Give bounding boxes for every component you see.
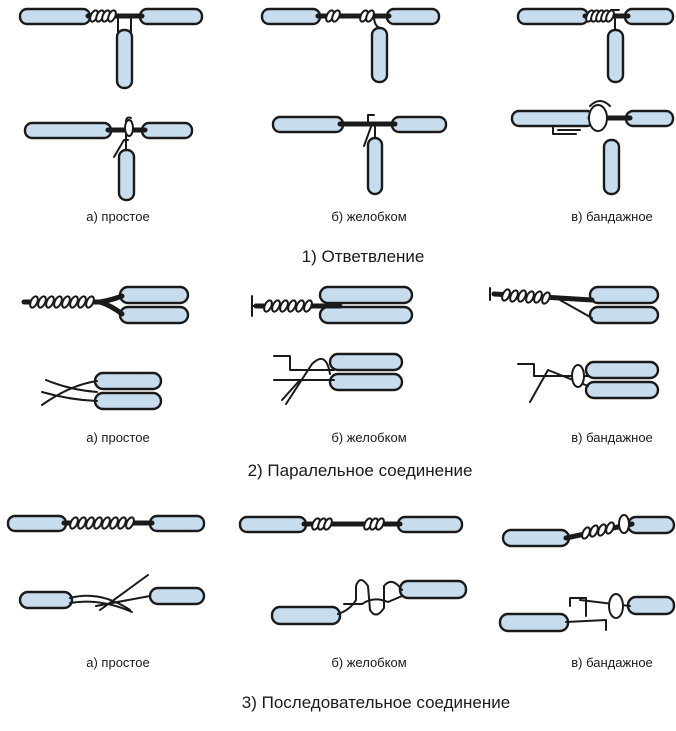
caption-branch-simple: а) простое [86, 209, 149, 224]
figure-series-groove-bottom [270, 579, 468, 626]
figure-branch-bandage-bottom [510, 100, 675, 196]
section-series: а) простое б) желобком в) бандажное 3) П… [6, 514, 676, 712]
twist-coil [27, 294, 97, 310]
figure-series-bandage-bottom [498, 593, 676, 633]
caption-branch-bandage: в) бандажное [571, 209, 653, 224]
caption-branch-groove: б) желобком [331, 209, 406, 224]
figure-branch-groove-bottom [271, 114, 448, 196]
figure-series-groove-top [238, 515, 464, 534]
section-heading-parallel: 2) Паралельное соединение [248, 461, 473, 480]
figure-parallel-simple-bottom [41, 371, 163, 411]
figure-parallel-bandage-bottom [517, 360, 660, 403]
figure-series-simple-bottom [18, 574, 206, 613]
figure-branch-simple-top [18, 7, 204, 90]
figure-series-simple-top [6, 514, 206, 533]
caption-parallel-simple: а) простое [86, 430, 149, 445]
section-heading-series: 3) Последовательное соединение [242, 693, 510, 712]
caption-parallel-groove: б) желобком [331, 430, 406, 445]
figure-parallel-simple-top [21, 285, 190, 325]
caption-series-bandage: в) бандажное [571, 655, 653, 670]
twist-coil [87, 8, 119, 24]
figure-branch-groove-top [260, 7, 441, 84]
section-heading-branch: 1) Ответвление [302, 247, 425, 266]
figure-parallel-groove-top [251, 285, 414, 325]
figure-parallel-groove-bottom [273, 352, 404, 405]
figure-series-bandage-top [501, 514, 676, 548]
figure-parallel-bandage-top [489, 285, 660, 325]
caption-parallel-bandage: в) бандажное [571, 430, 653, 445]
figure-branch-simple-bottom [23, 116, 194, 202]
caption-series-simple: а) простое [86, 655, 149, 670]
caption-series-groove: б) желобком [331, 655, 406, 670]
figure-branch-bandage-top [516, 7, 675, 84]
section-branch: а) простое б) желобком в) бандажное 1) О… [18, 7, 675, 266]
section-parallel: а) простое б) желобком в) бандажное 2) П… [21, 285, 660, 480]
